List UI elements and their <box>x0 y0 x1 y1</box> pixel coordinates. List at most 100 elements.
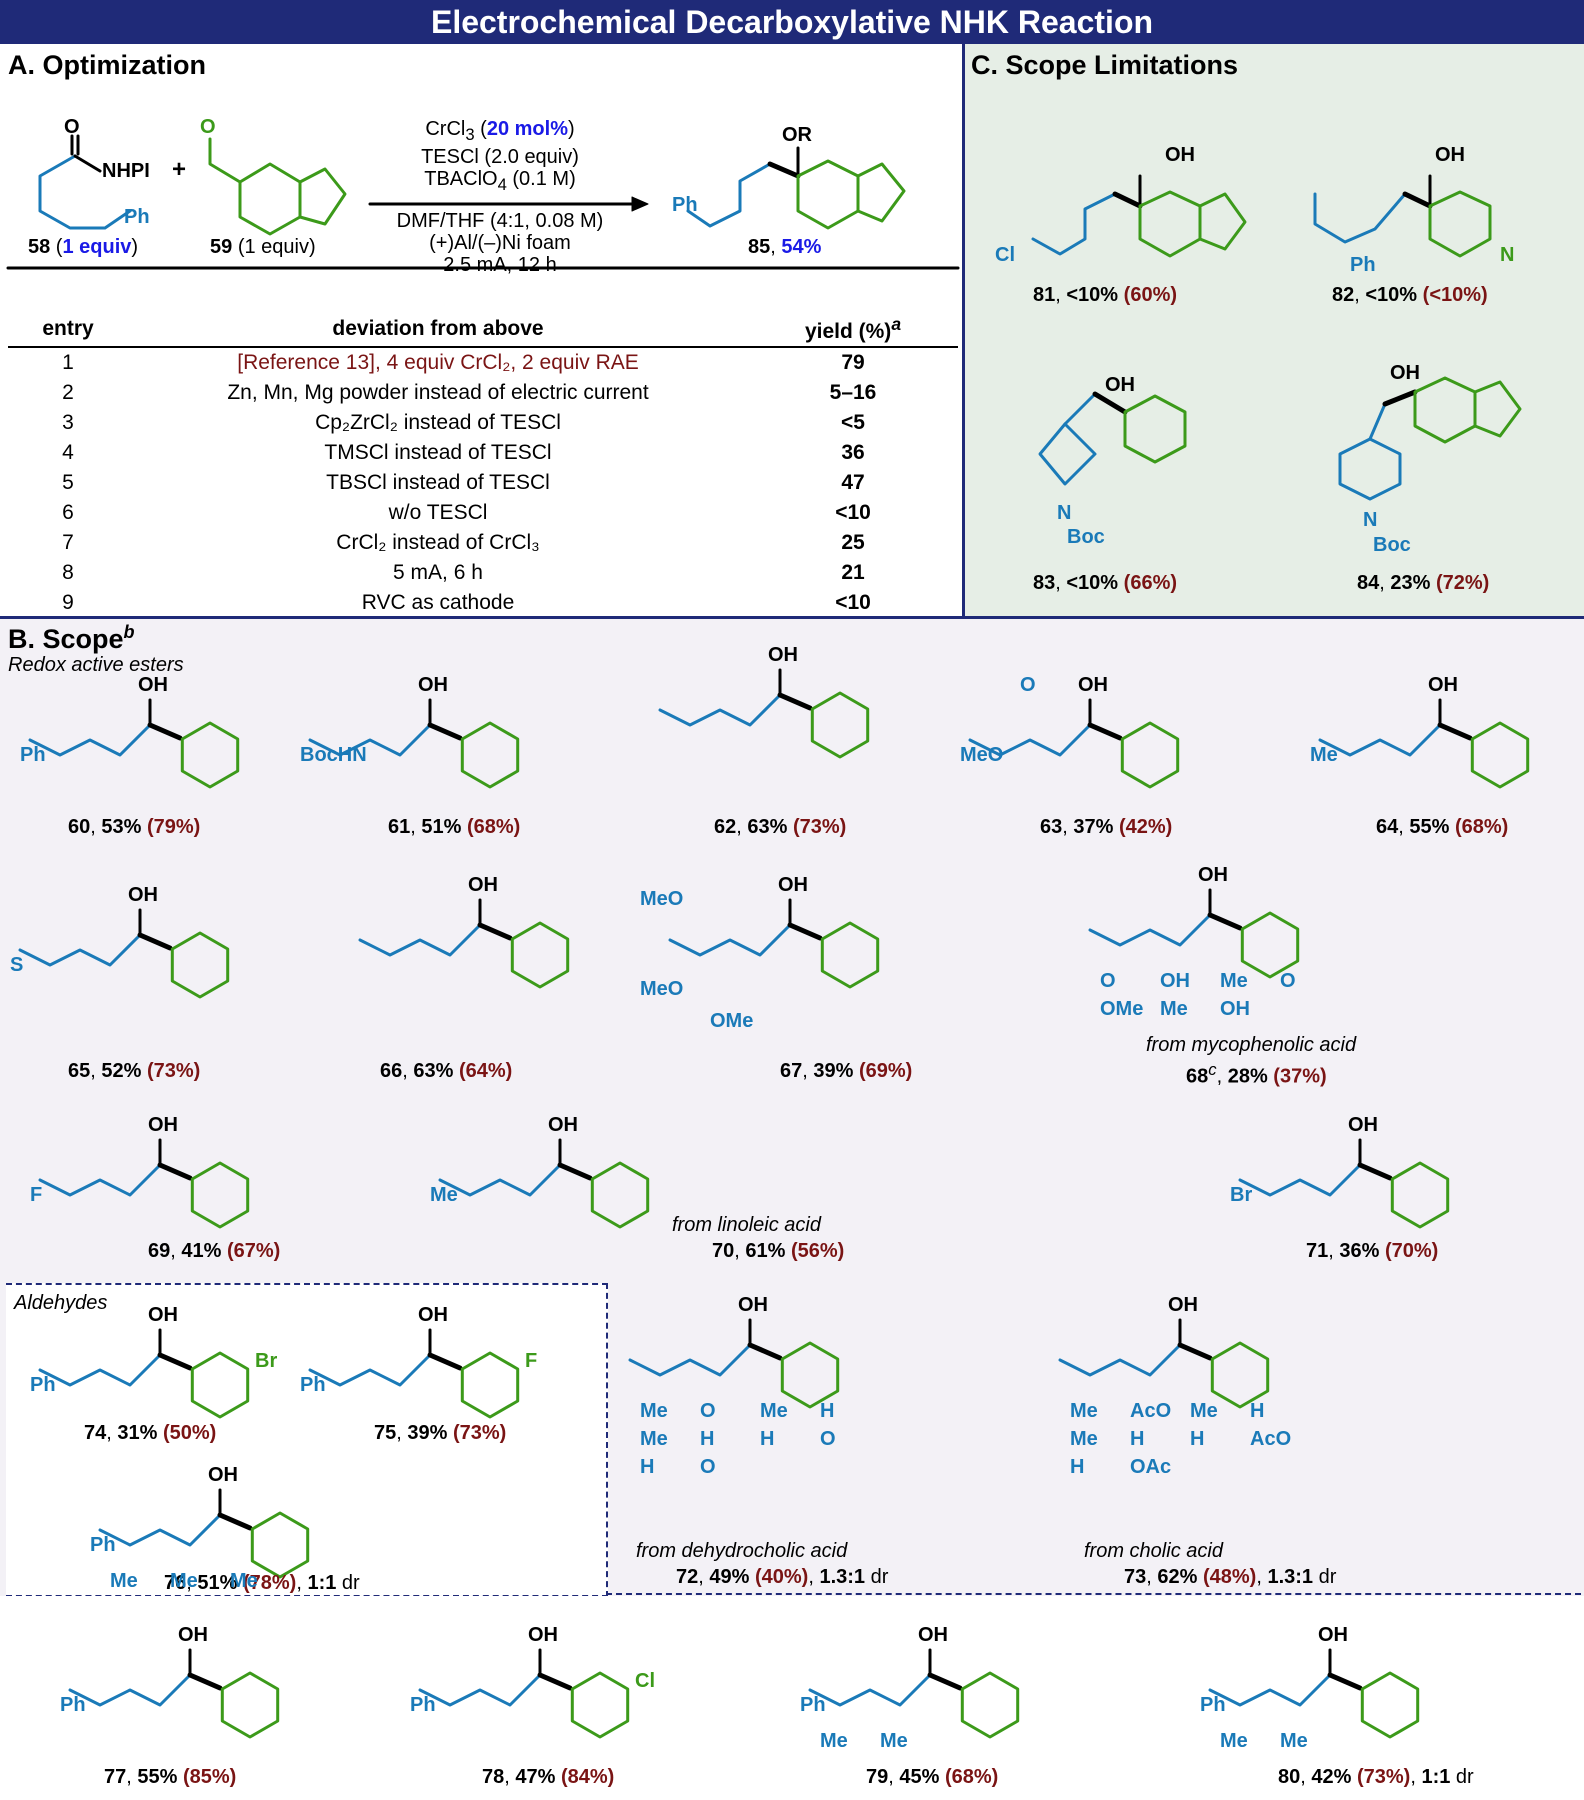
compound-82-oh: OH <box>1435 144 1465 166</box>
compound-73-id: 73 <box>1124 1566 1147 1588</box>
compound-78-oh: OH <box>528 1624 558 1647</box>
compound-76-atom-1: Me <box>170 1570 198 1593</box>
col-entry: entry <box>8 312 128 348</box>
compound-79-id: 79 <box>866 1766 889 1788</box>
compound-80-label: 80, 42% (73%), 1:1 dr <box>1278 1766 1474 1789</box>
product-85-label: 85, 54% <box>748 236 822 258</box>
cell-yield: 5–16 <box>829 381 877 404</box>
compound-60-sub-text: Ph <box>20 744 46 766</box>
compound-73-dr: 1.3:1 <box>1267 1566 1314 1588</box>
cell-entry: 9 <box>62 591 74 614</box>
compound-68-atom-1-text: OH <box>1160 970 1190 992</box>
compound-65-chain <box>18 933 142 967</box>
compound-62-id: 62 <box>714 816 737 838</box>
compound-61-oh-text: OH <box>418 674 448 696</box>
compound-70-sub: Me <box>430 1184 458 1207</box>
compound-66-ring <box>510 921 570 989</box>
compound-60-chain <box>28 723 152 757</box>
compound-79-sep: , <box>888 1766 900 1788</box>
compound-68-ring <box>1240 911 1300 979</box>
plus-sign: + <box>172 156 187 183</box>
compound-74-wedge <box>157 1352 193 1371</box>
compound-77-id: 77 <box>104 1766 127 1788</box>
compound-75-yield: 39% <box>407 1422 448 1444</box>
cell-deviation: 5 mA, 6 h <box>393 561 483 584</box>
compound-68-atom-4-text: OMe <box>1100 998 1144 1020</box>
compound-71-sub-text: Br <box>1230 1184 1253 1206</box>
compound-72-sep: , <box>698 1566 710 1588</box>
compound-73-note: from cholic acid <box>1084 1540 1223 1563</box>
compound-70-wedge <box>557 1162 593 1181</box>
compound-63-paren: (42%) <box>1118 816 1173 838</box>
compound-78-paren: (84%) <box>560 1766 615 1788</box>
compound-67-sub2: MeO <box>640 978 683 1001</box>
compound-76-ring <box>250 1511 310 1579</box>
compound-63-chain <box>968 723 1092 757</box>
reactant-58-structure <box>38 134 132 230</box>
cell-yield: <10 <box>835 591 871 614</box>
panel-a-title: A. Optimization <box>8 50 206 80</box>
compound-67-chain <box>668 923 792 957</box>
compound-65-wedge <box>137 932 173 951</box>
compound-63-ring <box>1120 721 1180 789</box>
compound-79-atom-1: Me <box>880 1730 908 1753</box>
compound-76-atom-0-text: Me <box>110 1570 138 1592</box>
compound-68-atom-0-text: O <box>1100 970 1116 992</box>
compound-62-wedge <box>777 692 813 711</box>
compound-73-label: 73, 62% (48%), 1.3:1 dr <box>1124 1566 1336 1589</box>
compound-64-oh: OH <box>1428 674 1458 697</box>
compound-60-sep: , <box>90 816 102 838</box>
compound-70-chain <box>438 1163 562 1197</box>
compound-68-id-sup: c <box>1208 1060 1217 1079</box>
compound-61-ring <box>460 721 520 789</box>
compound-80-sub-text: Ph <box>1200 1694 1226 1716</box>
compound-68-atom-2-text: Me <box>1220 970 1248 992</box>
compound-68-atom-5: Me <box>1160 998 1188 1021</box>
compound-64-ring <box>1470 721 1530 789</box>
compound-67-wedge <box>787 922 823 941</box>
compound-76-oh: OH <box>208 1464 238 1487</box>
compound-61-oh: OH <box>418 674 448 697</box>
compound-70-sub-text: Me <box>430 1184 458 1206</box>
compound-68-atom-3: O <box>1280 970 1296 993</box>
compound-64-id: 64 <box>1376 816 1399 838</box>
compound-69-ring <box>190 1161 250 1229</box>
compound-70-sep: , <box>734 1240 746 1262</box>
compound-66-yield: 63% <box>413 1060 454 1082</box>
compound-60-label: 60, 53% (79%) <box>68 816 200 839</box>
compound-62-oh-text: OH <box>768 644 798 666</box>
compound-81-label: 81, <10% (60%) <box>1033 284 1178 306</box>
compound-75-sep: , <box>396 1422 408 1444</box>
compound-66-wedge <box>477 922 513 941</box>
compound-73-paren: (48%) <box>1202 1566 1257 1588</box>
compound-79-atom-0-text: Me <box>820 1730 848 1752</box>
compound-73-atom-9: OAc <box>1130 1456 1171 1479</box>
compound-65-sep: , <box>90 1060 102 1082</box>
compound-65-sub-text: S <box>10 954 24 976</box>
compound-76-label: 76, 51% (78%), 1:1 dr <box>164 1572 360 1595</box>
compound-72-note-text: from dehydrocholic acid <box>636 1540 848 1562</box>
compound-62-ring <box>810 691 870 759</box>
compound-70-yield: 61% <box>745 1240 786 1262</box>
panel-scope-limitations: C. Scope Limitations OH Cl 81, <10% (60%… <box>965 44 1584 619</box>
compound-70-id: 70 <box>712 1240 735 1262</box>
compound-72-atom-0-text: Me <box>640 1400 668 1422</box>
compound-78-id: 78 <box>482 1766 505 1788</box>
cell-yield: <10 <box>835 501 871 524</box>
compound-68-chain <box>1088 913 1212 947</box>
cell-deviation: Cp₂ZrCl₂ instead of TESCl <box>315 411 561 434</box>
compound-68-yield: 28% <box>1227 1065 1268 1088</box>
table-row: 1[Reference 13], 4 equiv CrCl₂, 2 equiv … <box>8 347 958 378</box>
compound-63-o: O <box>1020 674 1036 697</box>
compound-63-sub-text: MeO <box>960 744 1004 766</box>
compound-80-ring <box>1360 1671 1420 1739</box>
compound-74-ar-text: Br <box>255 1350 278 1372</box>
compound-80-dr-label: dr <box>1455 1766 1474 1788</box>
compound-78-label: 78, 47% (84%) <box>482 1766 614 1789</box>
compound-71-oh: OH <box>1348 1114 1378 1137</box>
compound-78-sep: , <box>504 1766 516 1788</box>
compound-83-boc: Boc <box>1067 526 1105 548</box>
compound-73-oh: OH <box>1168 1294 1198 1317</box>
